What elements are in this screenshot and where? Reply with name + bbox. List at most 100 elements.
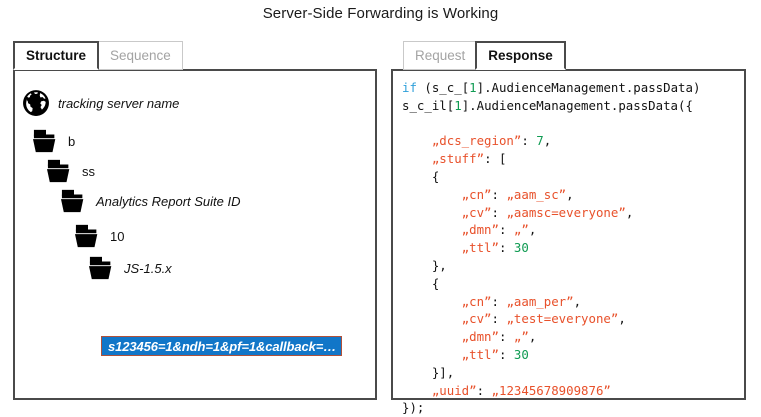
code-token: „ttl” bbox=[402, 240, 499, 256]
code-token: , bbox=[543, 133, 552, 149]
code-line: „cv”: „test=everyone”, bbox=[402, 310, 740, 328]
code-line: „uuid”: „12345678909876” bbox=[402, 382, 740, 400]
code-line: „stuff”: [ bbox=[402, 150, 740, 168]
code-token: ].AudienceManagement.passData({ bbox=[461, 97, 693, 113]
globe-icon bbox=[23, 90, 49, 116]
code-line: }); bbox=[402, 399, 740, 417]
folder-icon bbox=[61, 189, 84, 213]
page-title: Server-Side Forwarding is Working bbox=[262, 5, 499, 22]
folder-icon bbox=[59, 188, 89, 214]
response-panel: if (s_c_[1].AudienceManagement.passData)… bbox=[391, 69, 746, 415]
code-token: „12345678909876” bbox=[491, 382, 611, 398]
tree-node-label: Analytics Report Suite ID bbox=[96, 193, 241, 209]
code-token: : bbox=[476, 382, 492, 398]
code-token: „stuff” bbox=[402, 151, 485, 167]
code-token: 1 bbox=[454, 97, 462, 113]
folder-icon bbox=[87, 255, 117, 281]
code-token: , bbox=[528, 222, 537, 238]
tree-node-label: 10 bbox=[110, 228, 125, 244]
code-token: : bbox=[498, 222, 514, 238]
code-line: „dcs_region”: 7, bbox=[402, 132, 740, 150]
tree-node-5[interactable]: JS-1.5.x bbox=[87, 253, 172, 283]
tree-node-4[interactable]: 10 bbox=[73, 221, 124, 251]
code-token: : bbox=[498, 346, 514, 362]
code-token: „uuid” bbox=[402, 382, 477, 398]
code-token: 7 bbox=[536, 133, 544, 149]
code-line bbox=[402, 115, 740, 133]
code-token: : bbox=[491, 204, 507, 220]
code-line: { bbox=[402, 168, 740, 186]
code-token: , bbox=[566, 186, 574, 202]
code-token: if bbox=[402, 80, 425, 95]
response-code-view[interactable]: if (s_c_[1].AudienceManagement.passData)… bbox=[402, 79, 740, 417]
code-token: : bbox=[491, 293, 507, 309]
code-token: „aam_per” bbox=[506, 293, 574, 309]
code-token: 30 bbox=[513, 346, 529, 362]
tree-node-label: ss bbox=[82, 163, 95, 179]
code-token: : bbox=[498, 240, 514, 256]
tab-structure[interactable]: Structure bbox=[13, 41, 100, 70]
tab-request[interactable]: Request bbox=[403, 41, 478, 70]
code-line: „cn”: „aam_sc”, bbox=[402, 186, 740, 204]
folder-icon bbox=[47, 159, 70, 183]
tree-node-3[interactable]: Analytics Report Suite ID bbox=[59, 186, 241, 216]
folder-icon bbox=[31, 128, 61, 154]
code-token: „” bbox=[513, 222, 529, 238]
code-token: „cn” bbox=[402, 293, 492, 309]
code-token: { bbox=[402, 168, 440, 184]
code-token: }, bbox=[402, 257, 447, 273]
code-line: }, bbox=[402, 257, 740, 275]
code-token: „test=everyone” bbox=[506, 311, 619, 327]
folder-icon bbox=[33, 129, 56, 153]
folder-icon bbox=[45, 158, 75, 184]
code-token: „dmn” bbox=[402, 222, 499, 238]
tree-node-1[interactable]: b bbox=[31, 126, 75, 156]
code-line: „dmn”: „”, bbox=[402, 221, 740, 239]
tab-response[interactable]: Response bbox=[475, 41, 566, 70]
code-token: }); bbox=[402, 400, 425, 416]
folder-icon bbox=[73, 223, 103, 249]
code-token: „dcs_region” bbox=[402, 133, 522, 149]
code-token: : [ bbox=[484, 151, 507, 167]
code-token: s_c_il[ bbox=[402, 97, 455, 113]
code-token: : bbox=[491, 186, 507, 202]
folder-icon bbox=[89, 256, 112, 280]
code-token: (s_c_[ bbox=[424, 80, 470, 95]
code-token: , bbox=[625, 204, 634, 220]
tree-node-0[interactable]: tracking server name bbox=[21, 88, 179, 118]
code-line: }], bbox=[402, 364, 740, 382]
code-token: : bbox=[521, 133, 537, 149]
tree-leaf-selected[interactable]: s123456=1&ndh=1&pf=1&callback=… bbox=[101, 336, 343, 356]
code-line: if (s_c_[1].AudienceManagement.passData) bbox=[402, 79, 740, 97]
code-line: „dmn”: „”, bbox=[402, 328, 740, 346]
code-token: { bbox=[402, 275, 440, 291]
code-line: „ttl”: 30 bbox=[402, 239, 740, 257]
code-token: ].AudienceManagement.passData) bbox=[476, 80, 701, 95]
code-line: „ttl”: 30 bbox=[402, 346, 740, 364]
code-token: , bbox=[573, 293, 582, 309]
code-token: „ttl” bbox=[402, 346, 499, 362]
tree-node-label: b bbox=[68, 133, 76, 149]
code-token: „cn” bbox=[402, 186, 492, 202]
code-token: „cv” bbox=[402, 204, 492, 220]
code-line: s_c_il[1].AudienceManagement.passData({ bbox=[402, 97, 740, 115]
globe-icon bbox=[21, 88, 51, 118]
code-token: : bbox=[498, 329, 514, 345]
code-token: „aamsc=everyone” bbox=[506, 204, 626, 220]
tree-node-2[interactable]: ss bbox=[45, 156, 95, 186]
tab-sequence[interactable]: Sequence bbox=[98, 41, 183, 70]
folder-icon bbox=[75, 224, 98, 248]
tree-leaf-label: s123456=1&ndh=1&pf=1&callback=… bbox=[108, 338, 337, 354]
code-token: : bbox=[491, 311, 507, 327]
code-line: „cn”: „aam_per”, bbox=[402, 293, 740, 311]
tree-node-label: JS-1.5.x bbox=[124, 260, 172, 276]
code-token: „aam_sc” bbox=[506, 186, 567, 202]
code-line: „cv”: „aamsc=everyone”, bbox=[402, 204, 740, 222]
code-token: , bbox=[618, 311, 626, 327]
code-token: , bbox=[528, 329, 537, 345]
code-token: „dmn” bbox=[402, 329, 499, 345]
